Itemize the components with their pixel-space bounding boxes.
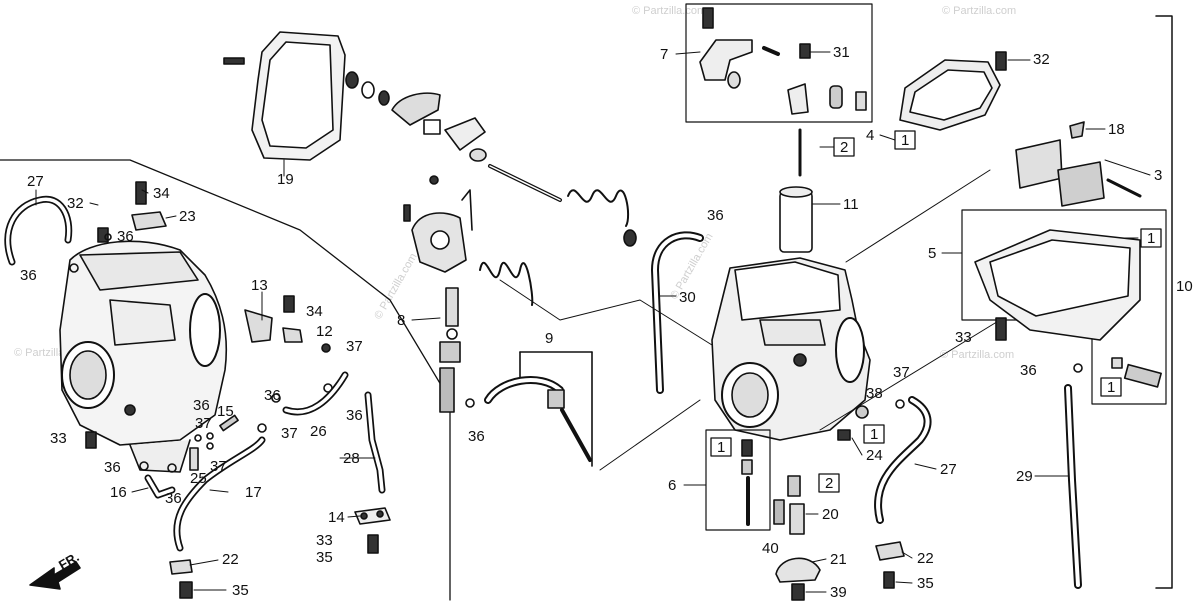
callout-36: 36 [104,459,121,476]
callout-1: 1 [717,439,725,456]
callout-25: 25 [190,470,207,487]
callout-36: 36 [264,387,281,404]
callout-39: 39 [830,584,847,601]
callout-23: 23 [179,208,196,225]
callout-21: 21 [830,551,847,568]
callout-labels: 1 2 1 1 1 1 2 3 4 5 6 7 8 9 10 11 12 13 … [20,44,1193,601]
callout-12: 12 [316,323,333,340]
callout-1: 1 [901,132,909,149]
copyright-watermark: © Partzilla.com [942,5,1016,17]
callout-1: 1 [1107,379,1115,396]
callout-36: 36 [468,428,485,445]
callout-34: 34 [153,185,170,202]
callout-35: 35 [316,549,333,566]
callout-10: 10 [1176,278,1193,295]
copyright-watermark: © Partzilla.com [632,5,706,17]
callout-8: 8 [397,312,405,329]
callout-2: 2 [840,139,848,156]
callout-40: 40 [762,540,779,557]
callout-32: 32 [1033,51,1050,68]
callout-15: 15 [217,403,234,420]
callout-2: 2 [825,475,833,492]
callout-37: 37 [195,415,212,432]
callout-36: 36 [193,397,210,414]
callout-22: 22 [917,550,934,567]
callout-37: 37 [210,458,227,475]
callout-36: 36 [165,490,182,507]
callout-9: 9 [545,330,553,347]
callout-36: 36 [1020,362,1037,379]
callout-32: 32 [67,195,84,212]
callout-36: 36 [707,207,724,224]
callout-38: 38 [866,385,883,402]
callout-37: 37 [281,425,298,442]
top-cap-assembly [223,31,704,413]
callout-36: 36 [346,407,363,424]
callout-36: 36 [117,228,134,245]
callout-19: 19 [277,171,294,188]
callout-35: 35 [232,582,249,599]
callout-16: 16 [110,484,127,501]
callout-33: 33 [50,430,67,447]
callout-14: 14 [328,509,345,526]
callout-27: 27 [27,173,44,190]
callout-6: 6 [668,477,676,494]
callout-3: 3 [1154,167,1162,184]
left-carburetor-assembly [0,159,451,601]
callout-33: 33 [316,532,333,549]
callout-1: 1 [1147,230,1155,247]
callout-20: 20 [822,506,839,523]
callout-37: 37 [893,364,910,381]
leader-lines [35,51,1151,593]
right-float-assembly [899,15,1173,589]
callout-30: 30 [679,289,696,306]
callout-11: 11 [843,196,859,213]
part-9-assembly [465,279,721,471]
callout-1: 1 [870,426,878,443]
main-carburetor-body [685,3,1001,601]
callout-26: 26 [310,423,327,440]
callout-36: 36 [20,267,37,284]
callout-29: 29 [1016,468,1033,485]
callout-13: 13 [251,277,268,294]
callout-27: 27 [940,461,957,478]
callout-4: 4 [866,127,874,144]
callout-31: 31 [833,44,850,61]
callout-37: 37 [346,338,363,355]
callout-35: 35 [917,575,934,592]
callout-22: 22 [222,551,239,568]
copyright-watermark: © Partzilla.com [940,349,1014,361]
callout-18: 18 [1108,121,1125,138]
callout-5: 5 [928,245,936,262]
callout-17: 17 [245,484,262,501]
callout-24: 24 [866,447,883,464]
callout-33: 33 [955,329,972,346]
callout-7: 7 [660,46,668,63]
callout-34: 34 [306,303,323,320]
